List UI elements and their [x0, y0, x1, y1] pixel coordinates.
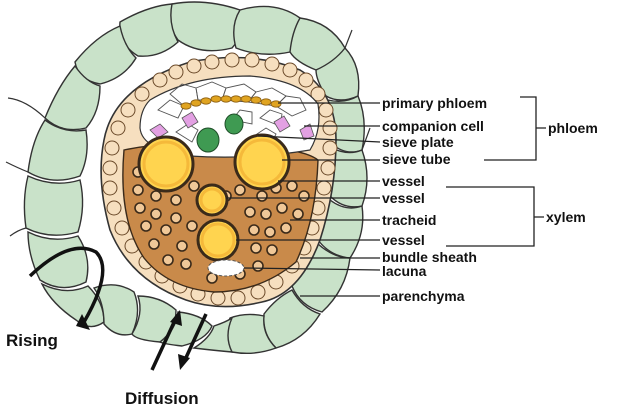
vessel-large-left	[139, 137, 193, 191]
label-sieve-tube: sieve tube	[382, 151, 451, 167]
label-primary-phloem: primary phloem	[382, 95, 487, 111]
label-diffusion: Diffusion	[125, 389, 199, 407]
xylem-bracket	[446, 187, 544, 246]
vessel-medium	[198, 220, 238, 260]
label-companion-cell: companion cell	[382, 118, 484, 134]
label-sieve-plate: sieve plate	[382, 134, 454, 150]
label-tracheid: tracheid	[382, 212, 436, 228]
label-rising: Rising	[6, 331, 58, 350]
label-phloem: phloem	[548, 120, 598, 136]
label-vessel-2: vessel	[382, 190, 425, 206]
label-parenchyma: parenchyma	[382, 288, 465, 304]
label-lacuna: lacuna	[382, 263, 427, 279]
label-vessel-1: vessel	[382, 173, 425, 189]
label-xylem: xylem	[546, 209, 586, 225]
phloem-bracket	[484, 97, 546, 160]
lacuna-space	[208, 260, 244, 276]
label-vessel-3: vessel	[382, 232, 425, 248]
